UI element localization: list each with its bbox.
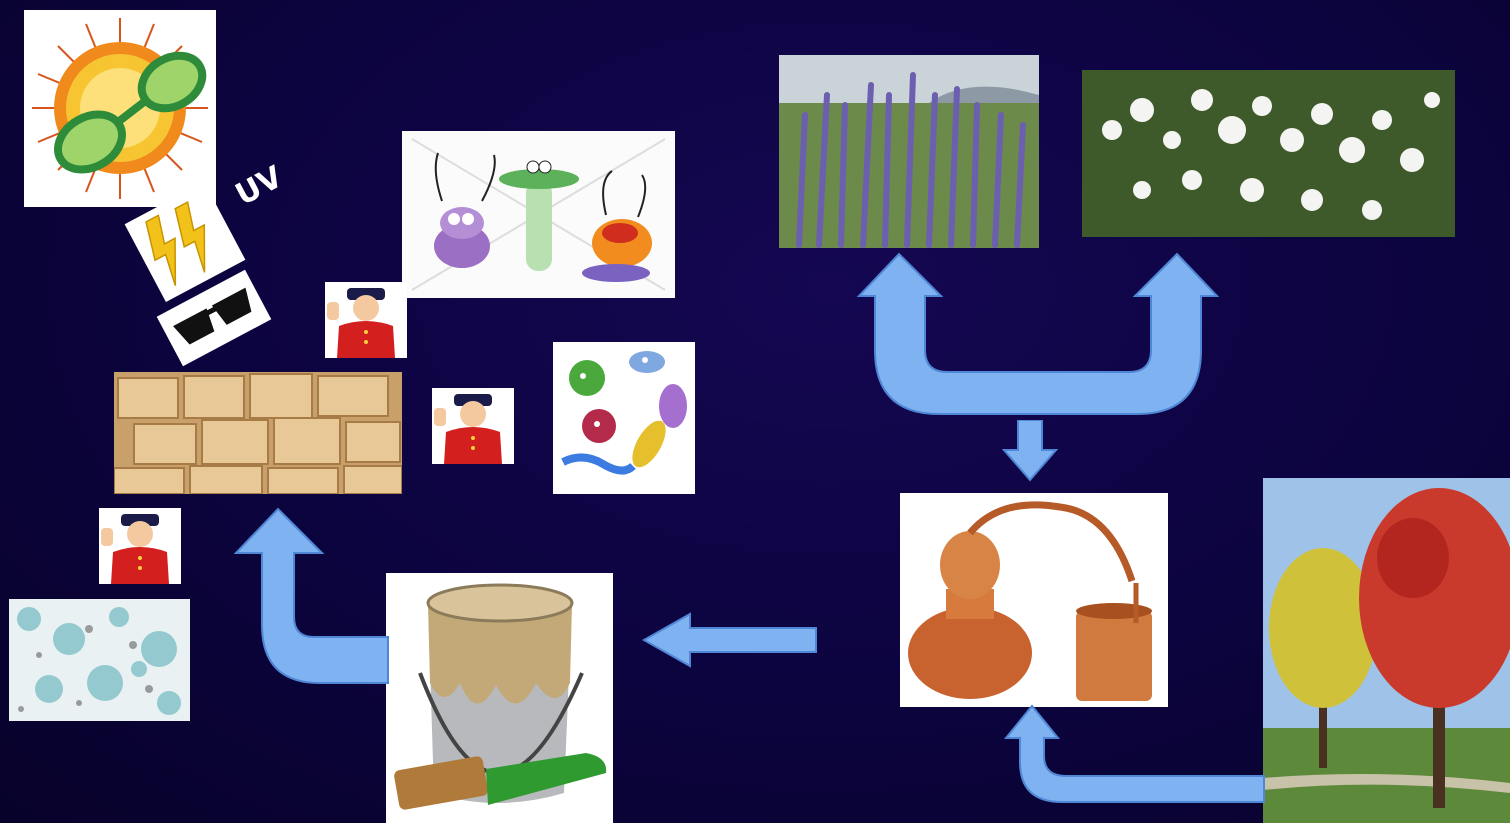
sunglasses-icon — [156, 269, 272, 367]
arrow-left-to-paint — [641, 612, 817, 668]
cartoon-insects-image — [402, 131, 675, 298]
arrow-down-to-distiller — [1002, 420, 1058, 482]
wooden-planks-image — [114, 372, 402, 494]
mold-texture-image — [9, 599, 190, 721]
guard-stop-icon — [432, 388, 514, 464]
arrow-to-lavender-and-flowers — [856, 252, 1220, 415]
copper-distiller-image — [900, 493, 1168, 707]
cartoon-germs-image — [553, 342, 695, 494]
lavender-field-image — [779, 55, 1039, 248]
guard-stop-icon — [325, 282, 407, 358]
sun-with-sunglasses-icon — [24, 10, 216, 207]
white-flowers-image — [1082, 70, 1455, 237]
guard-stop-icon — [99, 508, 181, 584]
uv-label: UV — [230, 159, 289, 213]
autumn-trees-image — [1263, 478, 1510, 823]
lightning-bolts-icon — [124, 182, 246, 302]
paint-bucket-brush-image — [386, 573, 613, 823]
arrow-trees-to-distiller — [1004, 704, 1265, 803]
arrow-paint-to-wood — [234, 507, 389, 684]
